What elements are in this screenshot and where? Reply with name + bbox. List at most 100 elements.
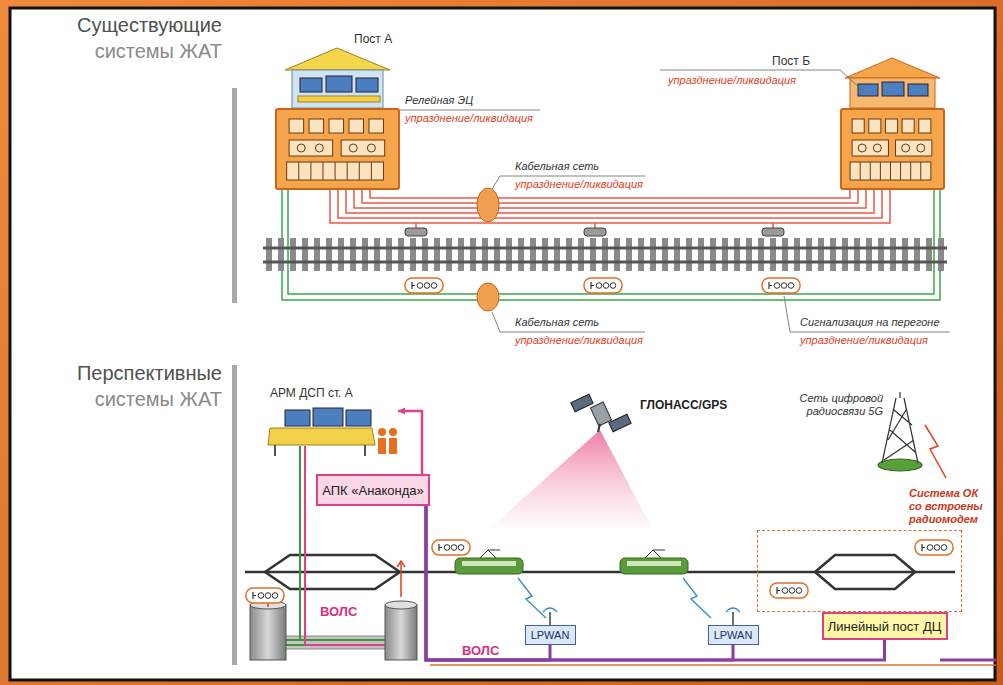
callout-label: Релейная ЭЦ <box>405 94 473 106</box>
cable-network <box>938 238 944 271</box>
node-text: Пост Б <box>772 54 810 68</box>
train <box>480 550 500 558</box>
signal-symbol <box>432 540 470 555</box>
cable-network <box>518 238 524 271</box>
cable-network <box>818 238 824 271</box>
signal-symbol <box>265 593 271 599</box>
signal-symbol <box>610 283 616 289</box>
relay-rack <box>347 162 348 180</box>
cable-network <box>482 238 488 271</box>
workstation-desk <box>275 445 365 456</box>
signal-symbol <box>603 283 609 289</box>
cable-network <box>263 248 947 262</box>
relay-rack <box>869 119 881 133</box>
signal-symbol <box>782 588 788 594</box>
cable-network <box>578 238 584 271</box>
track <box>815 555 915 589</box>
lpwan-box: LPWAN <box>708 625 759 645</box>
signal-symbol <box>762 278 800 293</box>
post-building <box>850 78 935 108</box>
relay-rack <box>917 144 925 152</box>
cable-network <box>422 238 428 271</box>
cable-network <box>614 238 620 271</box>
relay-rack <box>870 162 871 180</box>
signal-symbol <box>439 544 442 551</box>
leader-line <box>400 70 950 332</box>
data-arrow <box>398 411 422 474</box>
post-building <box>845 58 940 108</box>
radio-tower <box>925 425 946 478</box>
node-text: АПК «Анаконда» <box>322 483 424 498</box>
train <box>455 550 688 574</box>
signal-symbol <box>788 283 794 289</box>
cable-bundle <box>477 188 499 222</box>
relay-rack <box>335 162 336 180</box>
cable-network <box>842 238 848 271</box>
field-wiring <box>264 561 405 603</box>
cable-bundle <box>477 283 499 311</box>
cable-network <box>346 190 874 213</box>
cable-network <box>350 238 356 271</box>
signal-symbol <box>272 593 278 599</box>
signal-symbol <box>432 540 470 555</box>
satellite <box>571 394 593 412</box>
signal-symbol <box>584 278 622 293</box>
train <box>620 558 688 574</box>
cable-network <box>282 190 940 300</box>
fiber-line <box>940 659 996 662</box>
cable-network <box>374 238 380 271</box>
radio-link <box>550 612 733 625</box>
cable-bundle <box>477 188 499 311</box>
cable-network <box>263 190 947 300</box>
signal-symbol <box>769 282 772 289</box>
cable-network <box>542 238 548 271</box>
signal-symbol <box>774 283 780 289</box>
cable-network <box>386 238 392 271</box>
signal-symbol <box>246 588 284 603</box>
cable-network <box>746 238 752 271</box>
workstation-desk <box>346 410 371 426</box>
cable-network <box>698 238 704 271</box>
cable-network <box>710 238 716 271</box>
cable-network <box>266 238 272 271</box>
relay-rack <box>850 162 931 180</box>
cable-network <box>470 238 476 271</box>
relay-rack <box>369 119 384 133</box>
post-building <box>285 48 390 70</box>
relay-rack <box>349 119 364 133</box>
radio-link <box>683 578 711 618</box>
status-note: упразднение/ликвидация <box>800 334 928 346</box>
cable-network <box>354 190 866 208</box>
signal-symbol <box>934 545 940 551</box>
cable-network <box>584 228 606 236</box>
post-building <box>285 48 390 108</box>
cable-network <box>405 228 427 236</box>
radio-link <box>518 578 740 625</box>
signal-symbol <box>927 545 933 551</box>
relay-rack <box>890 162 891 180</box>
cable-network <box>330 190 890 223</box>
cable-network <box>506 238 512 271</box>
leader-line <box>492 312 645 332</box>
track <box>245 571 955 574</box>
post-building <box>845 58 940 78</box>
workstation: АРМ ДСП ст. А <box>268 405 398 457</box>
relay-rack <box>341 140 385 156</box>
relay-rack <box>910 162 911 180</box>
cable-network <box>758 238 764 271</box>
node-text: LPWAN <box>531 629 570 641</box>
signal-symbol <box>770 583 808 598</box>
relay-rack <box>310 162 311 180</box>
cable-network <box>530 238 536 271</box>
status-note: упразднение/ликвидация <box>668 74 796 86</box>
cable-network <box>902 238 908 271</box>
cable-network <box>638 238 644 271</box>
radio-tower <box>882 398 918 463</box>
relay-rack <box>315 144 323 152</box>
relay-rack <box>896 140 932 156</box>
signal-symbol <box>444 545 450 551</box>
satellite <box>490 394 652 528</box>
cable-network <box>398 238 404 271</box>
cable-network <box>782 238 788 271</box>
relay-rack <box>860 162 861 180</box>
